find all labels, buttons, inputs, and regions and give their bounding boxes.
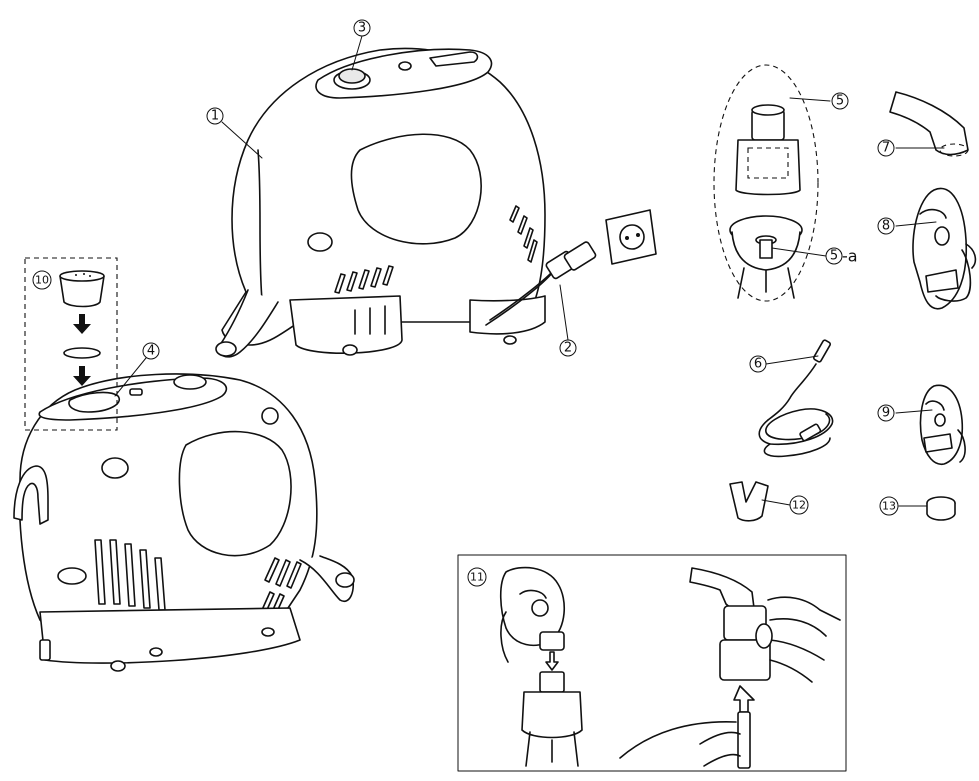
callout-6: 6 [749,355,767,373]
callout-13-label: 13 [882,500,896,513]
callout-5a-label: 5 [830,249,838,264]
callout-9: 9 [877,404,895,422]
callout-4-label: 4 [147,344,155,359]
compressor-unit-bottom [13,373,355,672]
callout-2: 2 [559,339,577,357]
callout-9-label: 9 [882,406,890,421]
callout-10-label: 10 [35,274,49,287]
vent-slots-top-side [509,205,538,263]
callout-2-label: 2 [564,341,572,356]
adult-mask [912,187,977,310]
callout-5: 5 [831,92,849,110]
callout-11-label: 11 [470,571,484,584]
callout-3: 3 [353,19,371,37]
callout-5-label: 5 [836,94,844,109]
callout-6-label: 6 [754,357,762,372]
callout-4: 4 [142,342,160,360]
child-mask [919,384,966,465]
callout-12: 12 [789,495,809,515]
callout-1-label: 1 [211,109,219,124]
callout-11: 11 [467,567,487,587]
callout-8: 8 [877,217,895,235]
nebulizer-kit [713,64,819,302]
leader-lines [114,35,945,507]
callout-8-label: 8 [882,219,890,234]
compressor-unit-top [215,47,657,358]
air-tube [758,339,834,458]
vent-slots-bottom-front [94,539,166,611]
nose-piece [729,481,769,522]
callout-7: 7 [877,139,895,157]
callout-5a: 5 -a [825,247,858,266]
callout-12-label: 12 [792,499,806,512]
mouthpiece [889,91,969,157]
vent-slots-top-front [334,265,394,294]
spare-filter [926,496,956,521]
callout-3-label: 3 [358,21,366,36]
filter-inset [24,257,118,431]
assembly-panel [457,554,847,772]
callout-10: 10 [32,270,52,290]
callout-1: 1 [206,107,224,125]
callout-5a-suffix: -a [842,247,858,266]
callout-13: 13 [879,496,899,516]
callout-7-label: 7 [882,141,890,156]
